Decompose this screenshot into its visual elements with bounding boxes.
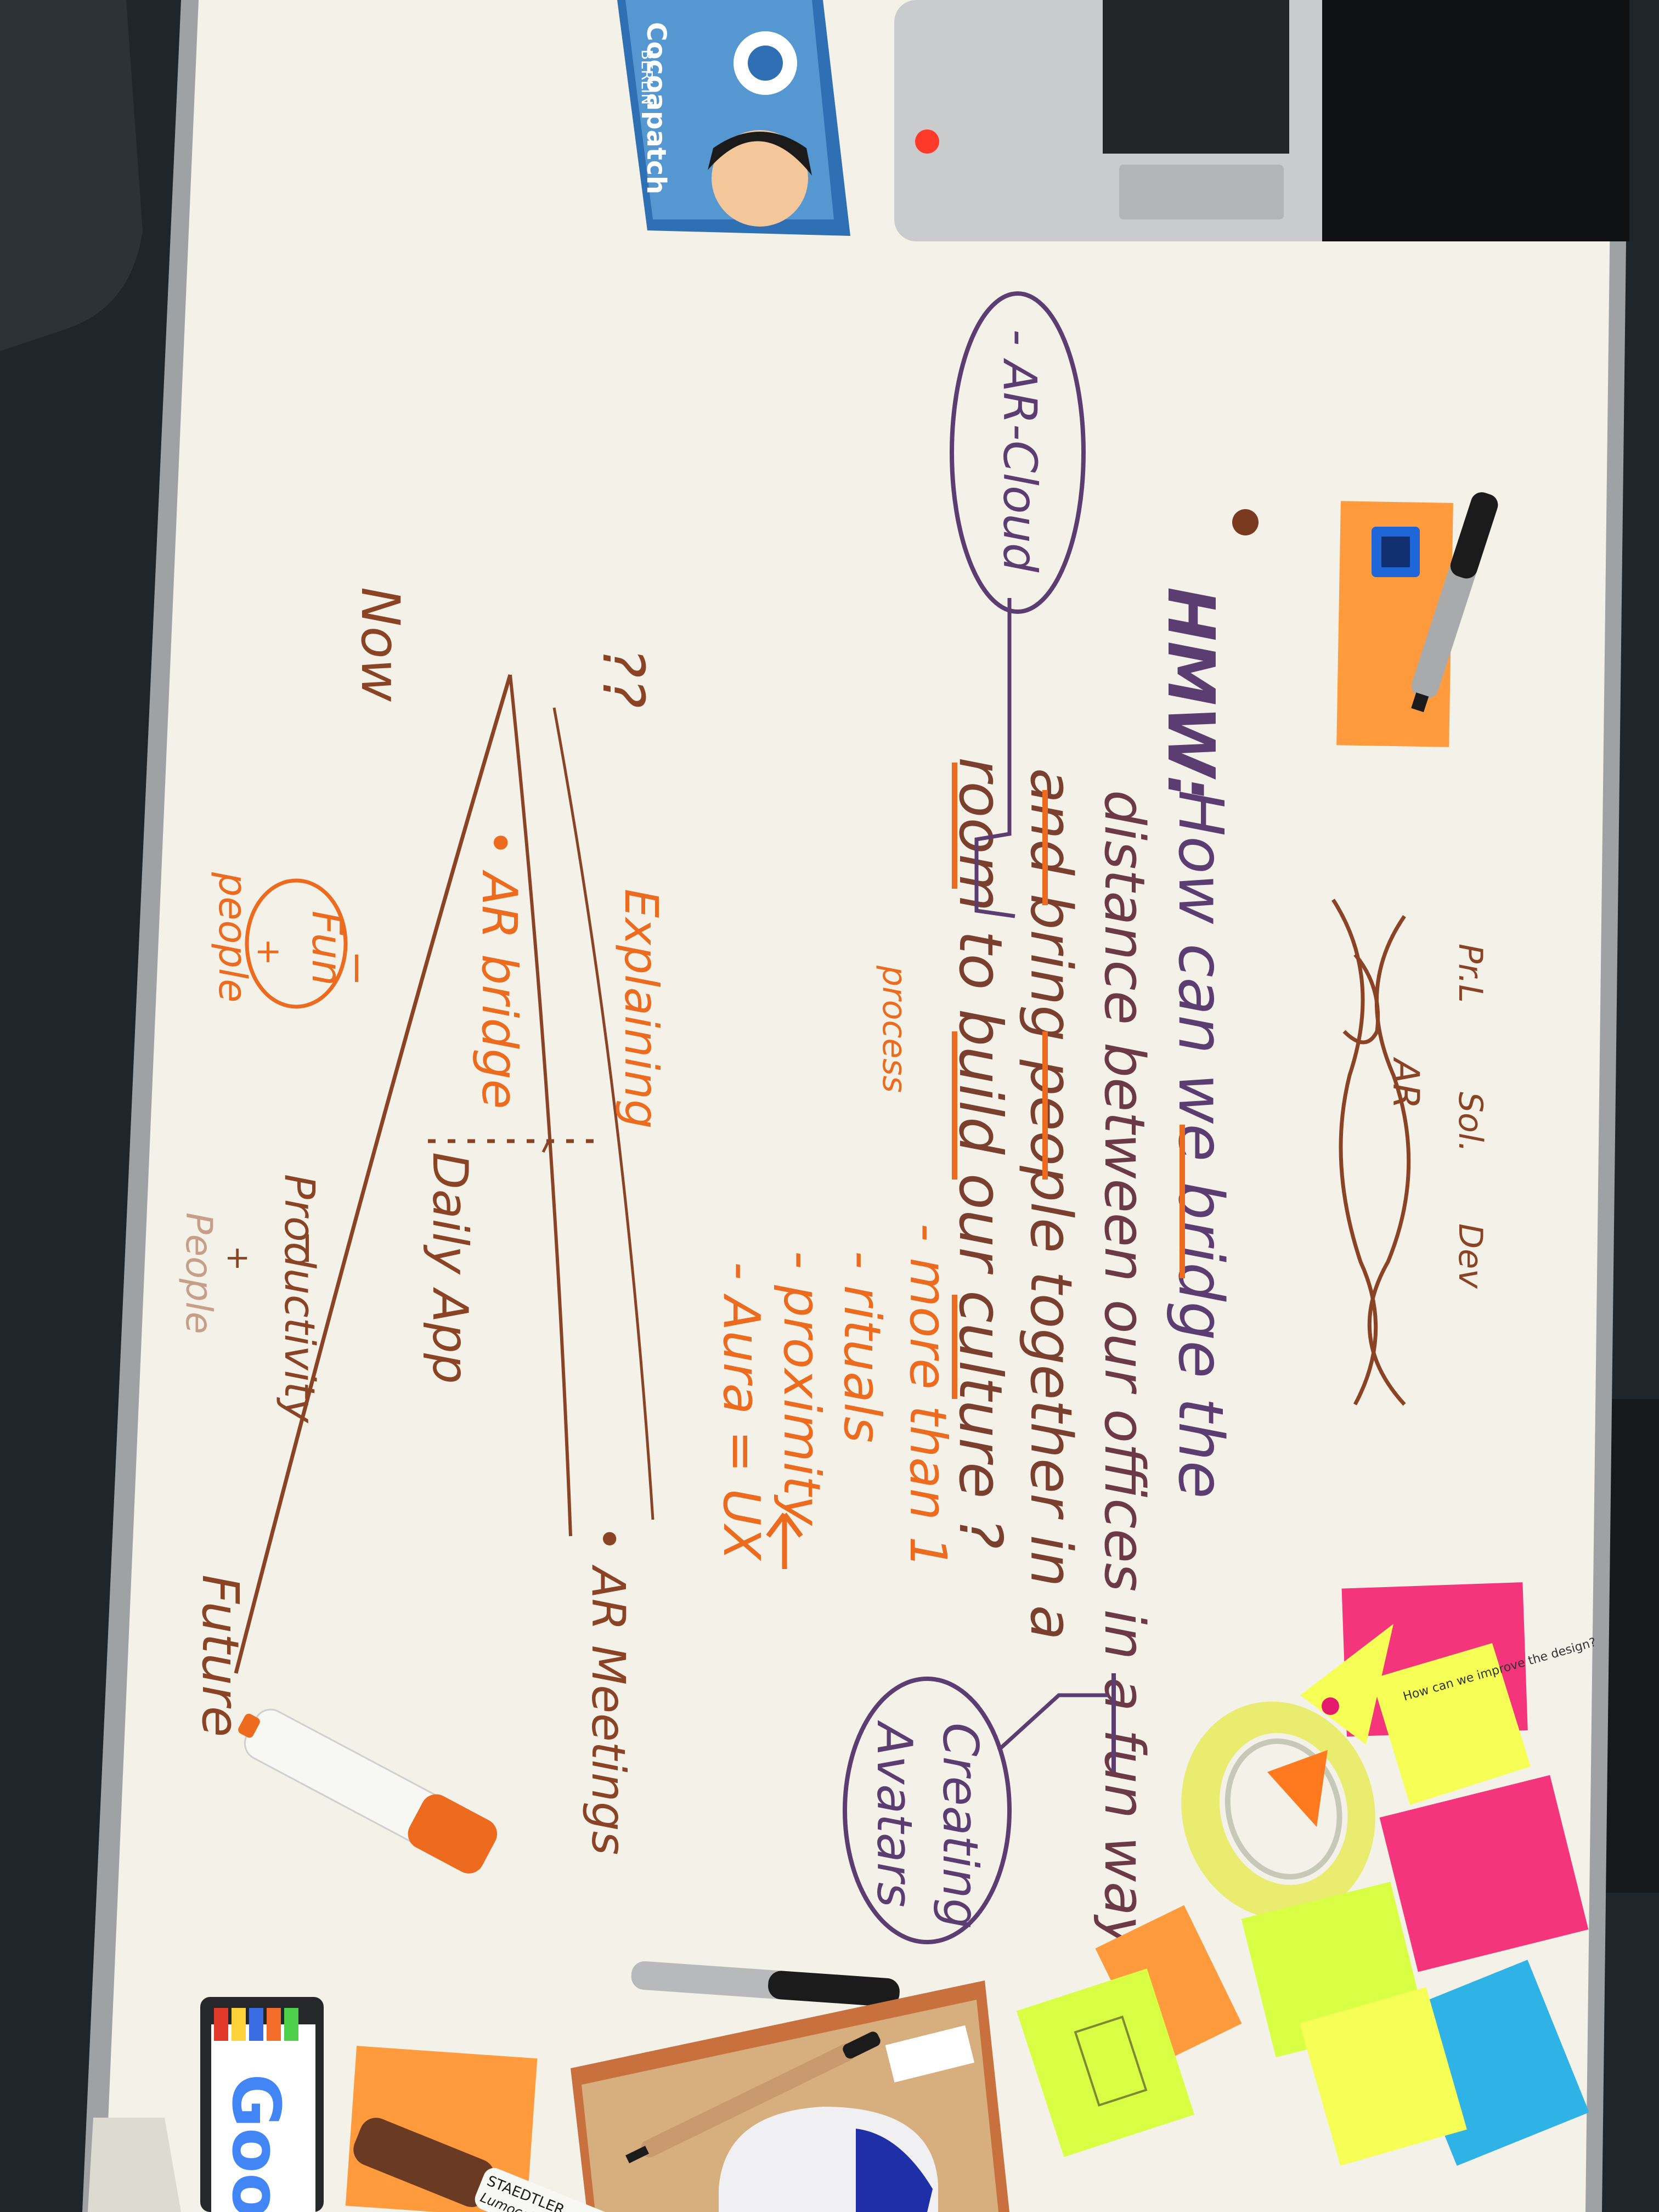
- paper-sheet: [88, 2118, 181, 2212]
- list-item: - more than 1: [899, 1223, 957, 1568]
- orange-sticky-note-right: [1095, 1905, 1242, 2067]
- black-sharpie-marker: [1411, 492, 1498, 713]
- timeline-ar-meetings: • AR Meetings: [582, 1525, 635, 1855]
- ar-cloud-text: - AR-Cloud: [993, 329, 1047, 573]
- timeline-diagram: Now ?? Explaining • AR bridge Fun + peop…: [178, 587, 668, 1855]
- timeline-productivity: Productivity: [275, 1174, 324, 1424]
- timeline-daily-app: Daily App: [422, 1152, 478, 1384]
- question-line-2: distance between our offices in a fun wa…: [1092, 790, 1157, 1949]
- creating-avatars-bubble: Creating Avatars: [843, 1677, 1108, 1944]
- avatars-text-line-1: Creating: [932, 1723, 989, 1929]
- diagram-header: Sol.: [1451, 1092, 1489, 1153]
- question-line-3: and bring people together in a: [1018, 768, 1085, 1640]
- list-item: - proximity: [772, 1251, 831, 1526]
- whiteboard-surface: [104, 0, 1614, 2212]
- timeline-now: Now: [349, 587, 411, 702]
- timeline-plus: +: [250, 938, 288, 966]
- timeline-plus: +: [220, 1245, 256, 1271]
- yellow-sticky-note: [1299, 1987, 1467, 2166]
- hmw-question-block: HMW: How can we bridge the distance betw…: [946, 587, 1236, 1949]
- timeline-fun: Fun: [303, 911, 352, 986]
- staedtler-marker: STAEDTLER Lumocolor: [353, 2118, 648, 2212]
- whiteboard-eraser: [719, 2107, 938, 2212]
- list-item: - Aura = UX: [712, 1262, 771, 1561]
- sticker-city-text: BERLIN: [638, 49, 656, 105]
- pink-sticky-note: [1379, 1775, 1589, 1972]
- avatars-text-line-2: Avatars: [866, 1720, 923, 1908]
- crayon-box-brand: Goo: [217, 2074, 294, 2212]
- question-line-1: How can we bridge the: [1165, 790, 1236, 1499]
- orange-flag-note: [1267, 1750, 1328, 1827]
- orange-whiteboard-marker: [238, 1708, 498, 1874]
- timeline-future: Future: [191, 1575, 250, 1737]
- sticker-face: [712, 130, 808, 227]
- culture-list: - more than 1 - rituals - proximity - Au…: [712, 1223, 957, 1569]
- ballpoint-pen: [625, 2032, 881, 2164]
- green-sticky-note-sketch: [1016, 1968, 1195, 2157]
- yellow-sticky-note-small: [1372, 1643, 1531, 1805]
- notebook-barcode: [885, 2025, 975, 2083]
- orange-dot-sticker: [915, 129, 939, 154]
- diagram-header: Pr.L: [1451, 944, 1489, 1003]
- chair-back: [0, 0, 143, 351]
- brown-magnet: [1232, 509, 1259, 535]
- timeline-people-left: people: [210, 872, 255, 1002]
- diagram-ar-label: AR: [1385, 1057, 1427, 1109]
- yellow-flag-note: [1300, 1624, 1393, 1745]
- ar-cloud-bubble: - AR-Cloud: [950, 291, 1086, 918]
- cocoapatch-sticker: Cocoapatch BERLIN: [617, 0, 850, 236]
- sticker-brand-text: Cocoapatch: [641, 22, 672, 194]
- fun-circle: [245, 878, 348, 1009]
- timeline-ar-bridge: • AR bridge: [471, 828, 528, 1109]
- timeline-people-right: People: [178, 1212, 220, 1334]
- diagram-header: Dev: [1451, 1223, 1489, 1289]
- dna-diagram: AR Pr.L Sol. Dev: [1331, 899, 1489, 1406]
- crayon-box: Goo: [200, 1997, 324, 2212]
- timeline-question-marks: ??: [590, 647, 657, 708]
- laptop: [894, 0, 1629, 241]
- pink-pin: [1322, 1697, 1339, 1715]
- list-item: - rituals: [833, 1251, 891, 1443]
- hmw-label: HMW:: [1153, 587, 1229, 801]
- process-note: process: [875, 965, 913, 1093]
- timeline-explaining: Explaining: [614, 889, 668, 1128]
- black-sharpie-bottom: [631, 1961, 900, 2007]
